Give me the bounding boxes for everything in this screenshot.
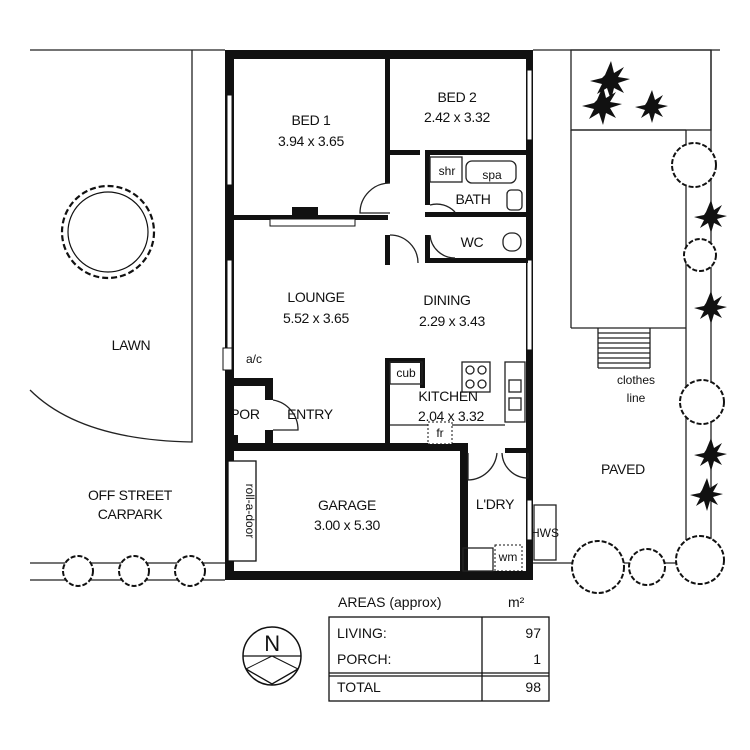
internal-walls	[233, 58, 528, 575]
lounge-name: LOUNGE	[287, 289, 344, 305]
shrubs-right	[571, 142, 725, 594]
areas-table: AREAS (approx) m² LIVING: 97 PORCH: 1 TO…	[328, 594, 550, 702]
bed1-name: BED 1	[292, 112, 331, 128]
fixture-labels: shr spa cub fr wm HWS a/c roll-a-door	[243, 164, 559, 564]
porch-label: POR	[230, 406, 260, 422]
north-arrow: N	[242, 626, 302, 686]
fridge-label: fr	[436, 426, 443, 440]
heater	[269, 218, 356, 227]
carpark-label-1: OFF STREET	[88, 487, 173, 503]
shrubs-front	[62, 555, 206, 587]
clothesline-label-2: line	[627, 391, 646, 405]
bath-label: BATH	[455, 191, 490, 207]
areas-unit: m²	[508, 594, 525, 610]
kitchen-size: 2.04 x 3.32	[418, 408, 484, 424]
paved-label: PAVED	[601, 461, 645, 477]
chimney	[292, 207, 318, 217]
washing-machine-label: wm	[498, 550, 518, 564]
areas-total-label: TOTAL	[337, 679, 381, 695]
outside-labels: LAWN OFF STREET CARPARK clothes line PAV…	[88, 337, 655, 522]
bed2-name: BED 2	[438, 89, 477, 105]
areas-heading: AREAS (approx)	[338, 594, 441, 610]
cupboard-label: cub	[396, 366, 416, 380]
garage-size: 3.00 x 5.30	[314, 517, 380, 533]
lawn-label: LAWN	[112, 337, 151, 353]
bed2-size: 2.42 x 3.32	[424, 109, 490, 125]
areas-row-label: PORCH:	[337, 651, 391, 667]
roller-door-label: roll-a-door	[243, 484, 257, 539]
areas-row-label: LIVING:	[337, 625, 387, 641]
garden-bed-right	[570, 49, 712, 540]
entry-label: ENTRY	[287, 406, 334, 422]
areas-row-value: 97	[525, 625, 541, 641]
kitchen-fixtures	[389, 361, 526, 445]
windows	[226, 69, 533, 541]
spa-label: spa	[482, 168, 502, 182]
doors	[272, 182, 529, 481]
laundry-fixtures	[462, 504, 557, 572]
areas-total-value: 98	[525, 679, 541, 695]
wc-label: WC	[461, 234, 484, 250]
kitchen-name: KITCHEN	[418, 388, 477, 404]
lounge-size: 5.52 x 3.65	[283, 310, 349, 326]
clothesline-label-1: clothes	[617, 373, 655, 387]
north-label: N	[264, 631, 280, 656]
bath-fixtures	[429, 156, 523, 252]
bed1-size: 3.94 x 3.65	[278, 133, 344, 149]
room-labels: BED 1 3.94 x 3.65 BED 2 2.42 x 3.32 LOUN…	[230, 89, 515, 533]
hot-water-label: HWS	[531, 526, 559, 540]
roller-door	[227, 460, 257, 562]
aircon-unit	[222, 347, 233, 371]
dining-name: DINING	[423, 292, 470, 308]
areas-row-value: 1	[533, 651, 541, 667]
aircon-label: a/c	[246, 352, 262, 366]
laundry-label: L'DRY	[476, 496, 515, 512]
steps	[597, 328, 651, 369]
shower-label: shr	[439, 164, 456, 178]
carpark-label-2: CARPARK	[98, 506, 164, 522]
palms	[582, 61, 727, 511]
tree-lawn	[60, 184, 156, 280]
garage-name: GARAGE	[318, 497, 376, 513]
dining-size: 2.29 x 3.43	[419, 313, 485, 329]
